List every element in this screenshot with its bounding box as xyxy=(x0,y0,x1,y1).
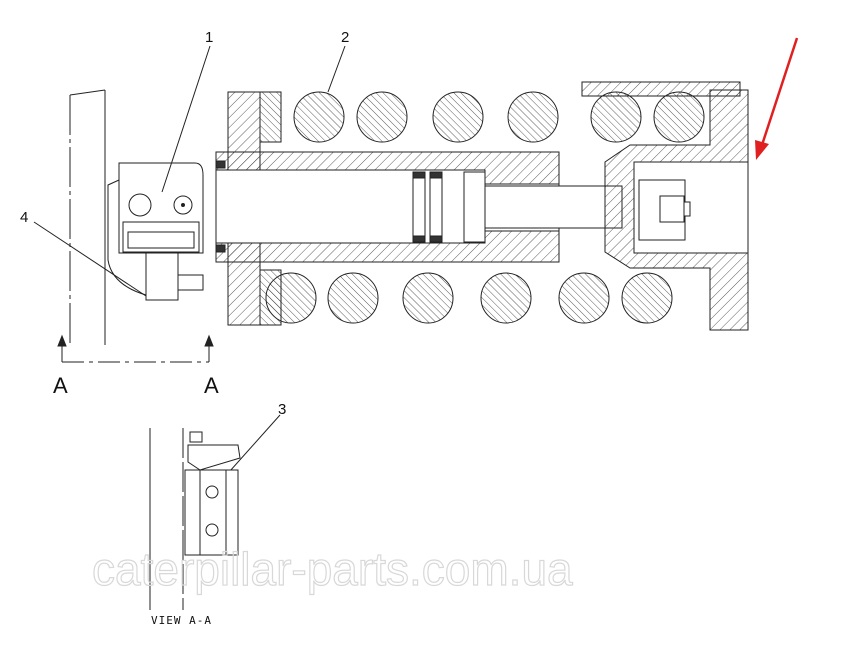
relief-valve-block xyxy=(107,162,204,301)
view-label: VIEW A-A xyxy=(151,614,212,627)
callout-4: 4 xyxy=(20,209,28,226)
piston-rod xyxy=(484,185,623,229)
watermark: caterpillar-parts.com.ua xyxy=(92,543,573,595)
section-line-a-a xyxy=(57,334,214,363)
section-marker-right: A xyxy=(204,373,219,398)
end-cap xyxy=(581,81,749,331)
view-a-a-detail xyxy=(149,428,241,610)
recoil-spring-top xyxy=(293,91,705,143)
piston xyxy=(215,160,486,253)
callout-1: 1 xyxy=(205,29,213,46)
callout-2: 2 xyxy=(341,29,349,46)
recoil-spring-bottom xyxy=(265,272,673,324)
red-indicator-arrow xyxy=(755,37,799,160)
section-marker-left: A xyxy=(53,373,68,398)
callout-3: 3 xyxy=(278,401,286,418)
frame-plate xyxy=(69,89,106,345)
